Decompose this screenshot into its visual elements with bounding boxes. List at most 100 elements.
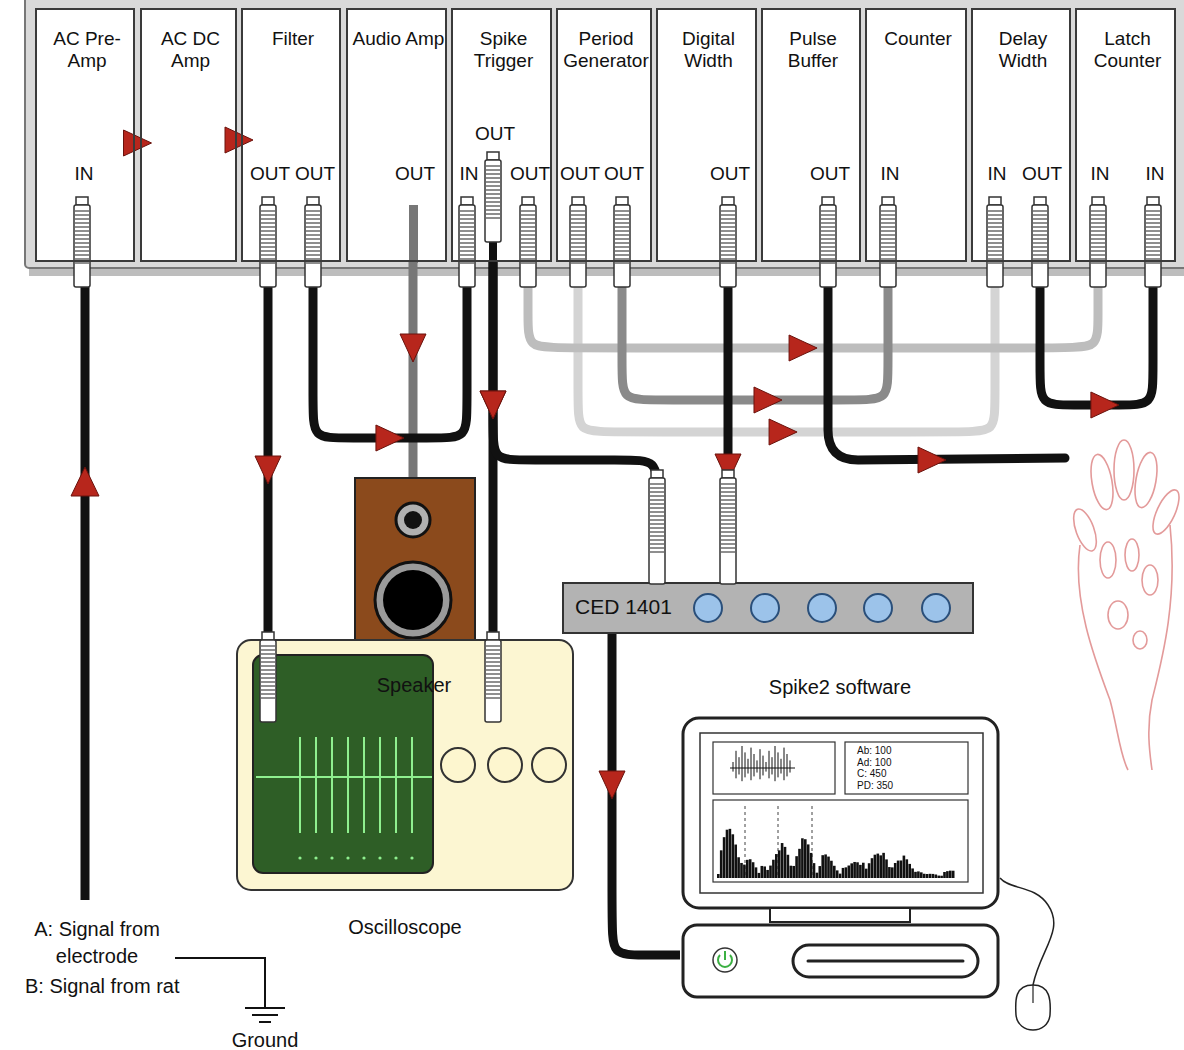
- speaker-drawing: [396, 503, 430, 537]
- cable-plug: [306, 250, 320, 251]
- computer-drawing: [769, 751, 770, 779]
- cable-plug: [650, 551, 664, 552]
- cable-plug: [260, 197, 276, 287]
- cable-plug: [306, 238, 320, 239]
- cable-plug: [75, 222, 89, 223]
- cable-plug: [260, 640, 276, 722]
- computer-drawing: [932, 874, 935, 878]
- cable-plug: [262, 632, 274, 640]
- rat-paw: [1078, 525, 1172, 770]
- computer-drawing: [739, 757, 740, 774]
- computer-drawing: [758, 873, 761, 878]
- computer-drawing: [766, 870, 769, 878]
- computer-drawing: [949, 871, 952, 878]
- port-label: IN: [54, 163, 114, 185]
- cable-plug: [649, 478, 665, 584]
- cable-plug: [1146, 234, 1160, 235]
- cable-plug: [486, 185, 500, 186]
- computer-drawing: [736, 751, 737, 779]
- computer-drawing: [850, 863, 853, 878]
- cable-plug: [306, 258, 320, 259]
- module-title: Delay Width: [977, 28, 1069, 72]
- computer-drawing: [906, 859, 909, 878]
- cable-plug: [460, 242, 474, 243]
- cable-plug: [460, 218, 474, 219]
- cable-plug: [722, 470, 734, 478]
- cable-plug: [721, 262, 735, 263]
- module-title: Counter: [871, 28, 965, 50]
- module-title: Period Generator: [562, 28, 650, 72]
- cable-plug: [988, 214, 1002, 215]
- arrow-head: [1091, 392, 1119, 418]
- ground-symbol: [245, 1008, 285, 1022]
- port-label: IN: [1070, 163, 1130, 185]
- cable-plug: [75, 258, 89, 259]
- cable-plug: [615, 262, 629, 263]
- cable-plug: [521, 222, 535, 223]
- cable-plug: [1145, 205, 1161, 287]
- cable-plug: [306, 246, 320, 247]
- cable-plug: [486, 653, 500, 654]
- cable-plug: [261, 693, 275, 694]
- cable-plug: [306, 254, 320, 255]
- cable-plug: [721, 543, 735, 544]
- cable-plug: [988, 218, 1002, 219]
- module-panel: [346, 8, 447, 262]
- module-title: Audio Amp: [352, 28, 445, 50]
- cable-plug: [821, 214, 835, 215]
- signal-label: B: Signal from rat: [25, 973, 225, 1000]
- cable-plug: [1146, 250, 1160, 251]
- computer-drawing: [723, 837, 726, 878]
- cable-plug: [261, 661, 275, 662]
- cable-plug: [650, 539, 664, 540]
- cable-plug: [306, 234, 320, 235]
- cable-plug: [988, 254, 1002, 255]
- cable-plug: [261, 226, 275, 227]
- cable-plug: [721, 523, 735, 524]
- interface-drawing: [694, 594, 950, 622]
- cable-plug: [615, 242, 629, 243]
- rat-paw: [1100, 542, 1116, 578]
- cable-plug: [650, 499, 664, 500]
- cable-plug: [1146, 230, 1160, 231]
- cable-plug: [821, 230, 835, 231]
- cable-plug: [1091, 258, 1105, 259]
- computer-drawing: [903, 856, 906, 878]
- cable-plug: [881, 214, 895, 215]
- cable-plug: [1091, 242, 1105, 243]
- cable-plug: [651, 470, 663, 478]
- cable-plug: [486, 205, 500, 206]
- arrow-head: [376, 425, 404, 451]
- cable-plug: [615, 210, 629, 211]
- port-label: IN: [860, 163, 920, 185]
- cable-plug: [260, 205, 276, 287]
- cable-plug: [1033, 238, 1047, 239]
- computer: Spike2 softwareAb: 100Ad: 100C: 450PD: 3…: [680, 672, 1000, 1002]
- rack-module: AC DC Amp: [140, 8, 237, 262]
- cable-plug: [486, 213, 500, 214]
- cable-plug: [821, 246, 835, 247]
- computer-drawing: [781, 843, 784, 878]
- rat-paw: [1069, 440, 1184, 770]
- cable-plug: [261, 697, 275, 698]
- computer-drawing: [740, 863, 743, 878]
- cable-plug: [821, 262, 835, 263]
- arrow-head: [400, 334, 426, 362]
- cable-plug: [1091, 254, 1105, 255]
- computer-drawing: [775, 746, 776, 781]
- cable-plug: [721, 234, 735, 235]
- cable-plug: [460, 250, 474, 251]
- oscilloscope-drawing: [378, 856, 381, 859]
- computer-drawing: [874, 855, 877, 878]
- port-label: IN: [439, 163, 499, 185]
- cable-plug: [486, 181, 500, 182]
- cable-plug: [882, 197, 894, 205]
- computer-drawing: [745, 806, 746, 878]
- computer-drawing: [926, 874, 929, 878]
- cable-plug: [1147, 197, 1159, 205]
- speaker-drawing: [355, 478, 475, 655]
- cable-plug: [821, 254, 835, 255]
- arrow-head: [71, 467, 99, 496]
- computer-drawing: [778, 806, 779, 878]
- cable-plug: [721, 226, 735, 227]
